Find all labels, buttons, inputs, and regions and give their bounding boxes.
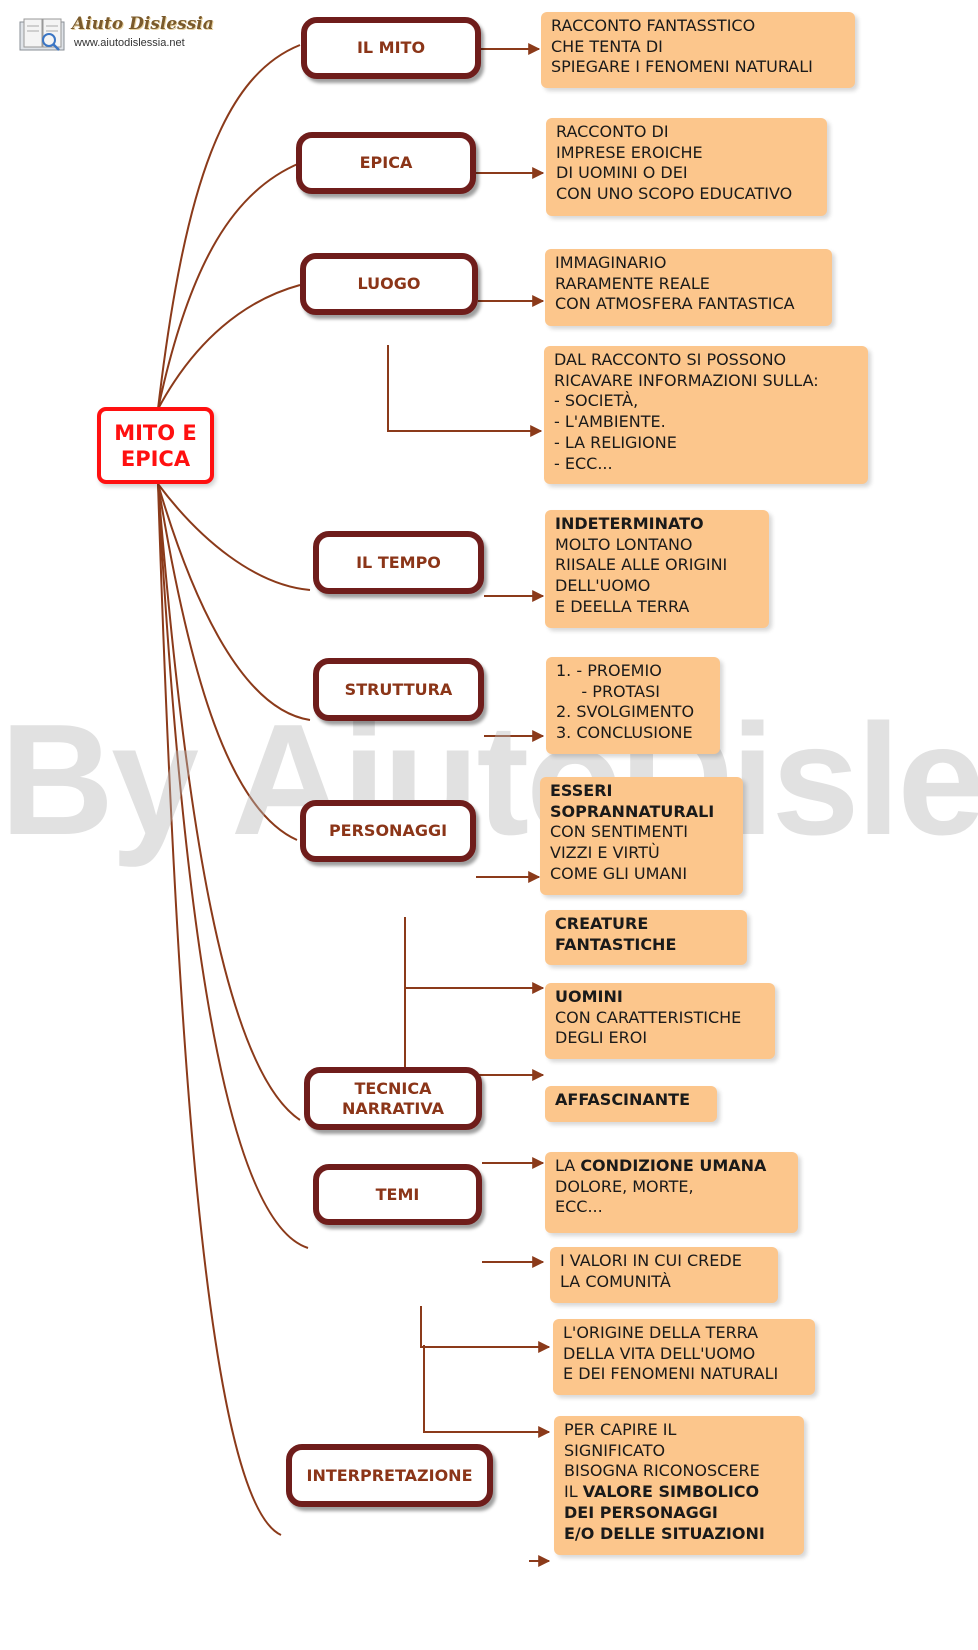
category-il-mito: IL MITO	[301, 17, 481, 79]
branch-struttura	[157, 483, 311, 721]
category-il-tempo: IL TEMPO	[313, 531, 484, 594]
logo: Aiuto Dislessia www.aiutodislessia.net	[18, 14, 214, 58]
category-tecnica-narrativa: TECNICA NARRATIVA	[304, 1067, 482, 1130]
category-luogo: LUOGO	[300, 253, 478, 315]
arrow-temi-3	[423, 1345, 551, 1438]
logo-title: Aiuto Dislessia	[72, 14, 214, 34]
note-temi-2: I VALORI IN CUI CREDE LA COMUNITÀ	[550, 1247, 778, 1303]
branch-interpretazione	[157, 483, 282, 1536]
category-epica: EPICA	[296, 132, 476, 194]
category-temi: TEMI	[313, 1164, 482, 1225]
category-interpretazione: INTERPRETAZIONE	[286, 1444, 493, 1507]
arrow-personaggi-3	[404, 985, 545, 1081]
branch-epica	[157, 162, 301, 410]
branch-tecnica	[157, 483, 301, 1121]
book-icon	[19, 18, 65, 51]
note-tempo: INDETERMINATO MOLTO LONTANO RIISALE ALLE…	[545, 510, 769, 628]
note-temi-3: L'ORIGINE DELLA TERRA DELLA VITA DELL'UO…	[553, 1319, 815, 1395]
note-mito: RACCONTO FANTASSTICO CHE TENTA DI SPIEGA…	[541, 12, 855, 88]
category-personaggi: PERSONAGGI	[300, 800, 476, 862]
branch-personaggi	[157, 483, 298, 841]
note-luogo-2: DAL RACCONTO SI POSSONO RICAVARE INFORMA…	[544, 346, 868, 484]
branch-luogo	[157, 284, 301, 410]
arrow-personaggi-2	[404, 917, 545, 994]
note-tecnica: AFFASCINANTE	[545, 1086, 717, 1122]
arrow-luogo-2	[387, 345, 543, 437]
note-struttura: 1. - PROEMIO - PROTASI 2. SVOLGIMENTO 3.…	[546, 657, 720, 754]
note-interpretazione: PER CAPIRE IL SIGNIFICATO BISOGNA RICONO…	[554, 1416, 804, 1555]
arrow-temi-2	[420, 1306, 551, 1353]
branch-temi	[157, 483, 309, 1249]
note-personaggi-3: UOMINI CON CARATTERISTICHE DEGLI EROI	[545, 983, 775, 1059]
note-epica: RACCONTO DI IMPRESE EROICHE DI UOMINI O …	[546, 118, 827, 216]
root-line-2: EPICA	[120, 446, 191, 471]
note-personaggi-2: CREATURE FANTASTICHE	[545, 910, 747, 965]
branch-il-tempo	[157, 483, 311, 591]
note-temi-1: LA CONDIZIONE UMANA DOLORE, MORTE, ECC..…	[545, 1152, 798, 1233]
root-line-1: MITO E	[114, 420, 197, 445]
logo-url: www.aiutodislessia.net	[74, 37, 185, 49]
note-luogo-1: IMMAGINARIO RARAMENTE REALE CON ATMOSFER…	[545, 249, 832, 326]
category-struttura: STRUTTURA	[313, 658, 484, 721]
root-node: MITO E EPICA	[97, 407, 214, 484]
branch-il-mito	[157, 44, 301, 410]
note-personaggi-1: ESSERI SOPRANNATURALI CON SENTIMENTI VIZ…	[540, 777, 743, 895]
